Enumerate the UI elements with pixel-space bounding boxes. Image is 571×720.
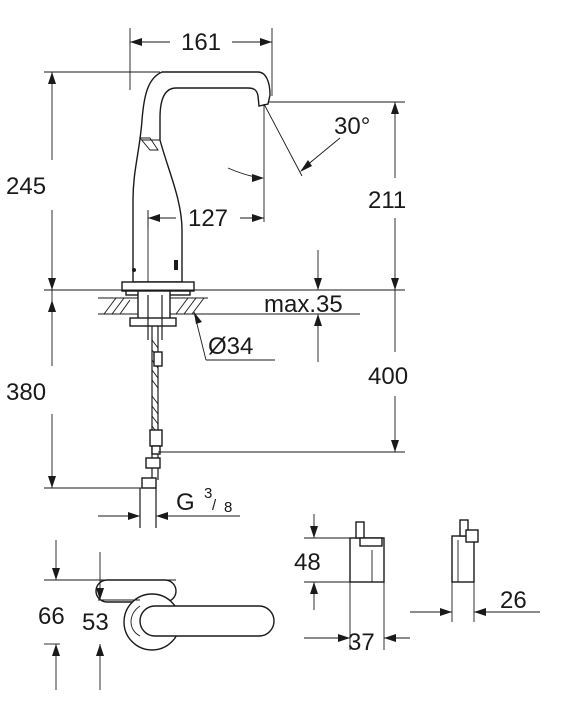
dim-box-width: 37	[348, 629, 375, 656]
dim-outlet-to-bottom: 400	[368, 363, 408, 390]
dim-height-outlet: 211	[368, 187, 406, 214]
dimension-labels: 161 30° 245 211 127 max.35 Ø34 380 400 G…	[6, 29, 527, 656]
faucet-top-view	[44, 540, 275, 690]
dim-top-base-depth: 53	[82, 609, 109, 636]
dim-thread-denominator: 8	[224, 499, 232, 516]
control-box-front	[304, 514, 410, 650]
dim-top-depth: 66	[38, 603, 65, 630]
dimension-lines	[44, 28, 405, 520]
dim-spout-reach-total: 161	[181, 29, 221, 56]
dim-hose-length: 380	[6, 379, 46, 406]
faucet-front-view	[121, 71, 271, 296]
dim-height-total: 245	[6, 173, 46, 200]
dim-thread-numerator: 3	[204, 485, 212, 502]
dim-spout-angle: 30°	[334, 113, 370, 140]
dim-hole-diameter: Ø34	[208, 333, 253, 360]
dim-deck-thickness: max.35	[264, 291, 343, 318]
dim-box-depth: 26	[500, 587, 527, 614]
control-box-side	[410, 519, 540, 622]
dim-box-height: 48	[294, 549, 321, 576]
dim-thread-letter: G	[176, 489, 195, 516]
dim-spout-reach-inner: 127	[188, 205, 228, 232]
deck-section	[98, 290, 208, 340]
supply-hoses	[139, 326, 163, 528]
dim-thread-slash: /	[212, 497, 217, 514]
